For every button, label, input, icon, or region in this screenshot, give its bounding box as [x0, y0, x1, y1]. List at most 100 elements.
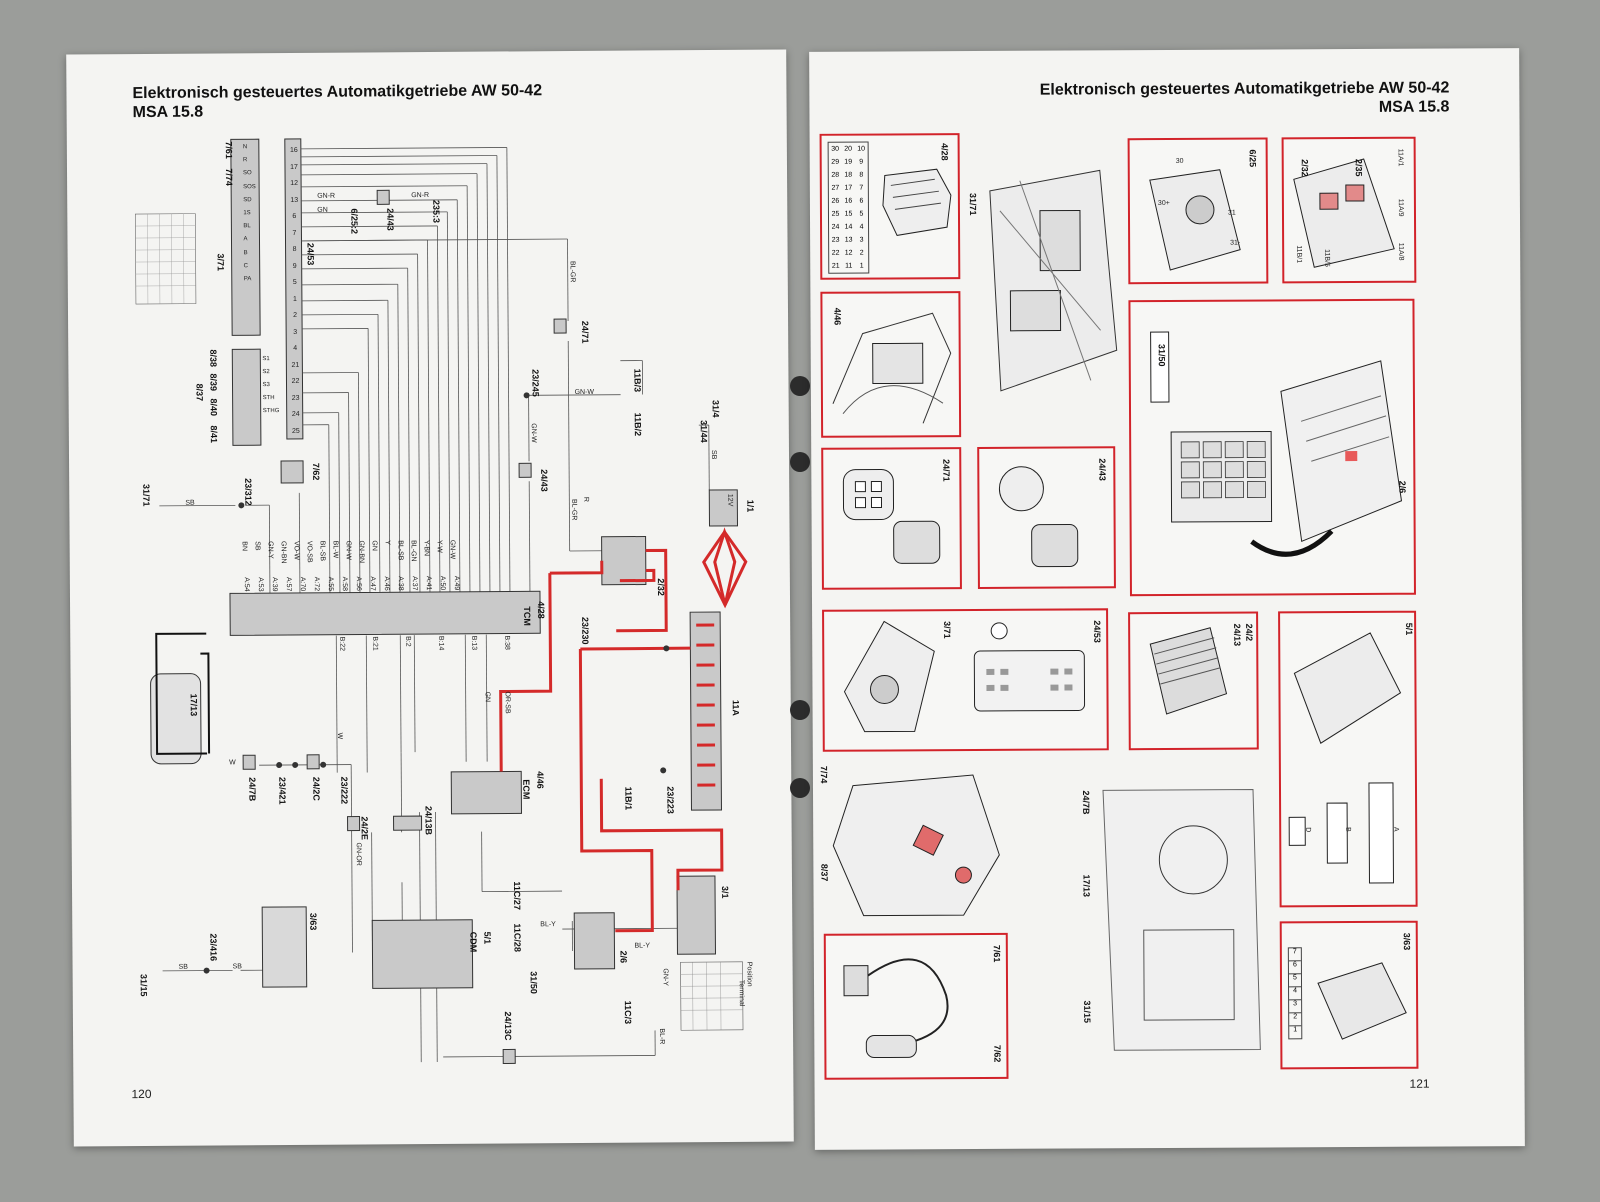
- relay-2-32: [601, 535, 647, 586]
- fusebox-drawing: [1150, 331, 1403, 557]
- sensor-7-62: [280, 460, 304, 484]
- ignition-switch-3-1: [676, 875, 716, 955]
- label-tcm: TCM: [522, 606, 533, 626]
- binder-hole-1: [790, 376, 810, 396]
- right-title-line1: Elektronisch gesteuertes Automatikgetrie…: [1039, 79, 1450, 99]
- wiring-diagram: [135, 138, 748, 1065]
- label-23-421: 23/421: [277, 777, 288, 805]
- label-8-39: 8/39: [208, 373, 219, 392]
- diagnostic-connector-17-13: [150, 673, 202, 765]
- panel-24-2-24-13: 24/2 24/13: [1128, 611, 1259, 751]
- speed-sensor-drawing: [843, 958, 949, 1059]
- wire-label-orsb: OR-SB: [503, 691, 511, 714]
- panel-6-25: 6/25 30 31 30+ 31-: [1127, 137, 1269, 285]
- panel-label-3-63: 3/63: [1401, 932, 1412, 951]
- wire-label-gnw: GN-W: [574, 388, 595, 396]
- wire-label-sb3: SB: [178, 963, 188, 971]
- pin-grid-3-63: 7 6 5 4 3 2 1: [1287, 947, 1303, 1040]
- position-table: [680, 961, 744, 1031]
- label-31-15: 31/15: [138, 973, 149, 997]
- panel-label-4-46: 4/46: [832, 307, 843, 326]
- sensor-6-25-drawing: [1149, 169, 1241, 271]
- left-page: Elektronisch gesteuertes Automatikgetrie…: [66, 49, 794, 1147]
- relay-2-6: [573, 912, 616, 970]
- connector-24-53: [284, 138, 304, 440]
- label-31-4: 31/4: [710, 399, 721, 418]
- label-3-1: 3/1: [720, 885, 731, 899]
- position-table-header: Terminal: [737, 979, 745, 1007]
- label-2-6: 2/6: [618, 950, 629, 964]
- connector-24-71-drawing: [842, 468, 941, 564]
- binder-hole-3: [790, 700, 810, 720]
- label-11c-3: 11C/3: [622, 1000, 633, 1025]
- panel-label-24-53: 24/53: [1092, 620, 1103, 643]
- label-3-71: 3/71: [215, 253, 226, 272]
- label-7-62: 7/62: [311, 462, 322, 481]
- label-7-61: 7/61: [223, 141, 234, 159]
- label-24-2e: 24/2E: [359, 816, 370, 841]
- position-table-title: Position: [745, 961, 753, 987]
- label-24-7b: 24/7B: [247, 777, 258, 802]
- label-23-222: 23/222: [339, 776, 350, 805]
- wire-label-bly1: BL-Y: [540, 921, 556, 929]
- panel-label-24-71: 24/71: [941, 459, 952, 482]
- label-23-312: 23/312: [243, 478, 254, 506]
- label-6-25-2: 6/25:2: [349, 208, 360, 235]
- ecm-location-drawing: [832, 312, 952, 424]
- panel-label-2-32: 2/32: [1299, 159, 1310, 177]
- panel-7-61-7-62: 7/61 7/62: [823, 932, 1009, 1080]
- wire-label-r1: R: [582, 496, 590, 502]
- label-2-32: 2/32: [655, 578, 666, 596]
- label-ecm: ECM: [521, 779, 532, 800]
- label-24-13c: 24/13C: [502, 1011, 514, 1041]
- wire-label-sb1: SB: [185, 499, 195, 507]
- label-31-50: 31/50: [528, 971, 539, 994]
- panel-label-4-28: 4/28: [939, 143, 950, 161]
- tcm-module: [229, 590, 541, 636]
- label-11b-2: 11B/2: [632, 412, 643, 437]
- dashboard-illustration: 24/7B 17/13 31/15: [1081, 749, 1269, 1070]
- label-23-223: 23/223: [665, 786, 676, 814]
- label-8-37: 8/37: [194, 383, 205, 402]
- panel-24-71: 24/71: [821, 447, 962, 590]
- connector-block-drawing: [1149, 627, 1228, 715]
- transmission-illustration: 7/74 8/37: [819, 765, 1008, 926]
- wire-label-blgr2: BL-GR: [570, 498, 578, 521]
- label-cdm: CDM: [468, 931, 479, 953]
- panel-4-46: 4/46: [820, 291, 962, 438]
- label-23-245: 23/245: [530, 369, 541, 397]
- relay-box-drawing: [1293, 158, 1395, 268]
- panel-3-63: 7 6 5 4 3 2 1 3/63: [1279, 920, 1419, 1070]
- label-8-38: 8/38: [208, 349, 219, 368]
- ecm-module: [450, 770, 523, 815]
- panel-label-8-37: 8/37: [819, 863, 830, 882]
- label-31-44: 31/44: [698, 420, 709, 443]
- panel-label-31-71: 31/71: [967, 192, 978, 216]
- label-5-1: 5/1: [482, 931, 493, 945]
- panel-label-24-7b: 24/7B: [1081, 790, 1092, 815]
- panel-24-43: 24/43: [977, 446, 1116, 589]
- label-24-13b: 24/13B: [423, 805, 434, 836]
- tcm-top-pins: A:54 A:53 A:39 A:57 A:70 A:72 A:55 A:58 …: [242, 575, 460, 592]
- label-24-2c: 24/2C: [311, 776, 322, 801]
- label-11b-3: 11B/3: [632, 368, 643, 393]
- solenoid-block: [231, 348, 262, 446]
- panel-3-71-24-53: 3/71 24/53: [822, 608, 1109, 752]
- panel-label-31-15: 31/15: [1082, 1000, 1093, 1023]
- tcm-bottom-pins: B:22 B:21 B:2 B:14 B:13 B:38: [338, 635, 511, 652]
- panel-label-17-13: 17/13: [1081, 874, 1092, 897]
- wire-label-sb2: SB: [709, 449, 718, 460]
- wire-label-gn2: GN: [483, 691, 491, 703]
- label-235-3: 235:3: [431, 199, 442, 224]
- wire-label-gnw2: GN-W: [529, 423, 537, 443]
- wire-label-w2: W: [335, 732, 343, 740]
- panel-label-24-43: 24/43: [1097, 458, 1108, 481]
- wire-label-sb4: SB: [232, 963, 242, 971]
- label-24-43: 24/43: [385, 208, 396, 231]
- battery-1-1: [708, 489, 739, 527]
- wire-label-gnr1: GN-R: [317, 192, 336, 200]
- selector-switch-drawing: [843, 620, 1086, 733]
